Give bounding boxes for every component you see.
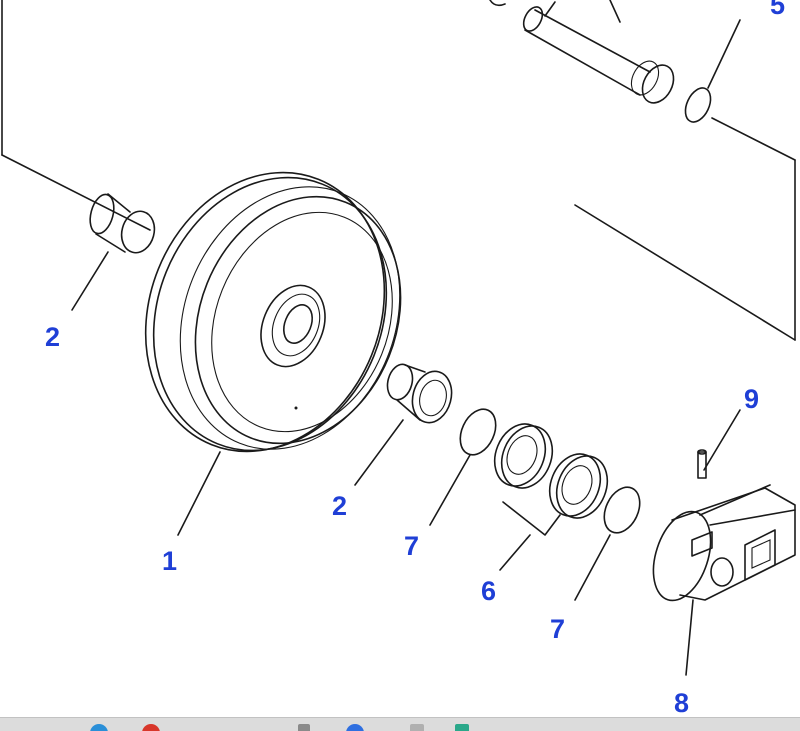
label-idler: 1 bbox=[162, 546, 177, 576]
shaft-o-ring-part bbox=[684, 87, 712, 123]
label-bushing-right: 2 bbox=[332, 491, 347, 521]
app-icon-gray-2[interactable] bbox=[410, 724, 424, 731]
app-icon-gray[interactable] bbox=[298, 724, 310, 731]
label-o-ring-right: 7 bbox=[550, 614, 565, 644]
app-icon-blue[interactable] bbox=[90, 724, 108, 731]
leader-lines bbox=[71, 0, 741, 676]
bushing-left-part bbox=[89, 193, 156, 254]
o-ring-left-part bbox=[459, 408, 497, 456]
taskbar bbox=[0, 717, 800, 731]
o-ring-right-part bbox=[603, 486, 641, 534]
app-icon-blue-2[interactable] bbox=[346, 724, 364, 731]
app-icon-red[interactable] bbox=[142, 724, 160, 731]
label-floating-seal: 6 bbox=[481, 576, 496, 606]
app-icon-teal[interactable] bbox=[455, 724, 469, 731]
label-o-ring-left: 7 bbox=[404, 531, 419, 561]
frame-lines bbox=[1, 0, 796, 341]
label-support: 8 bbox=[674, 688, 689, 717]
label-shaft-o-ring: 5 bbox=[770, 0, 785, 20]
pin-part bbox=[697, 449, 707, 479]
label-bushing-left: 2 bbox=[45, 322, 60, 352]
floating-seal-part bbox=[493, 423, 609, 536]
shaft-part bbox=[489, 0, 675, 104]
bushing-right-part bbox=[386, 363, 453, 424]
label-pin: 9 bbox=[744, 384, 759, 414]
idler-wheel-part bbox=[144, 171, 402, 453]
support-part bbox=[652, 484, 796, 602]
